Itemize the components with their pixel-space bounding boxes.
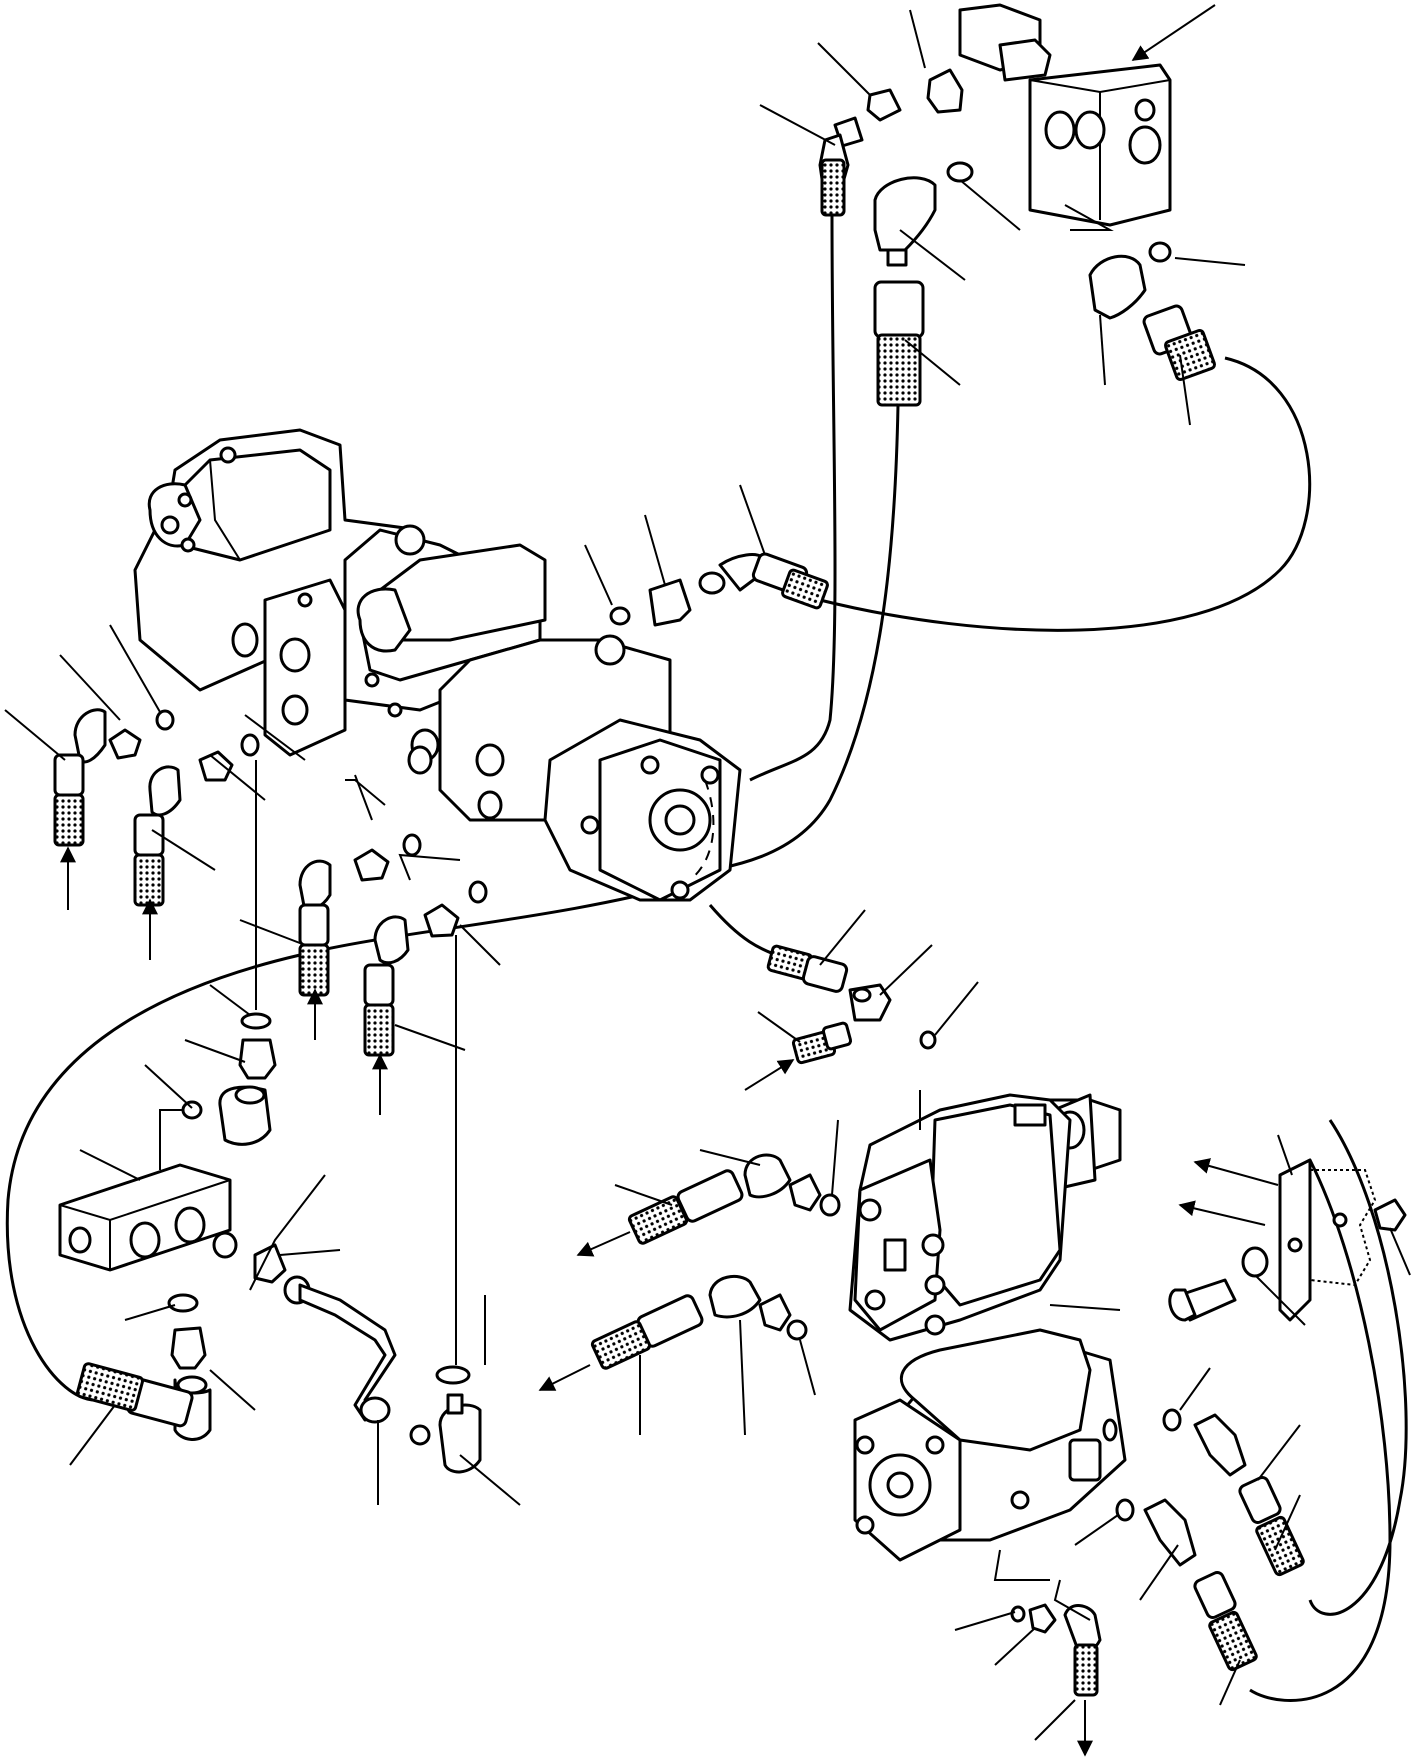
- hose-loop-right: [819, 356, 1312, 632]
- flow-arrow: [576, 1231, 631, 1257]
- hose-right-bracket-2: [1249, 1159, 1392, 1702]
- tandem-pump-icon: [133, 428, 742, 902]
- hose-lines: [5, 214, 1408, 1702]
- guide-lines: [255, 760, 457, 1365]
- lower-motor-fittings: [1010, 1408, 1305, 1697]
- hose-valve-to-pump: [749, 214, 837, 782]
- flow-arrow: [744, 1059, 795, 1091]
- gear-motor-upper: [848, 1090, 1122, 1342]
- flow-arrow: [1131, 4, 1216, 61]
- flow-arrow: [1178, 1200, 1266, 1226]
- leader-lines: [4, 9, 1411, 1741]
- valve-block-icon: [958, 3, 1172, 231]
- upper-motor-fittings: [590, 1153, 841, 1370]
- flow-arrow: [1193, 1158, 1279, 1186]
- hose-right-bracket-1: [1308, 1119, 1408, 1616]
- manifold-fittings: [76, 1012, 287, 1441]
- pipe-tube: [283, 1275, 482, 1474]
- elbow-fitting-top: [873, 161, 974, 407]
- flow-arrow: [538, 1364, 591, 1391]
- tee-fitting: [766, 944, 937, 1065]
- flow-arrows: [60, 4, 1279, 1757]
- pump-outlet-fittings: [609, 552, 829, 627]
- left-fittings: [53, 708, 488, 1057]
- hose-left-loop: [5, 878, 701, 1402]
- gear-motor-lower: [853, 1328, 1127, 1581]
- manifold-block-icon: [58, 1109, 232, 1272]
- elbow-fitting-right: [1088, 241, 1217, 382]
- valve-fittings: [818, 68, 964, 217]
- bracket-icon: [1168, 1158, 1407, 1322]
